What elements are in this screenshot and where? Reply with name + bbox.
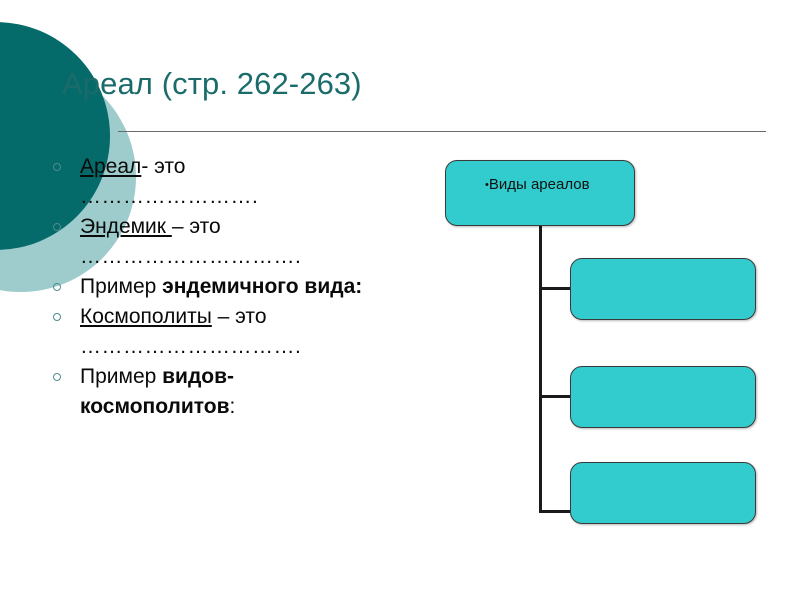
- bullet-circle-icon: [53, 313, 61, 321]
- term-kosmopolity-rest: – это: [211, 305, 267, 328]
- diagram-node-a[interactable]: [570, 258, 756, 320]
- connector-branch-a: [539, 287, 572, 290]
- diagram-node-root-text: Виды ареалов: [488, 176, 590, 193]
- blank-dots: …………………….: [80, 185, 259, 208]
- list-item-endemik: Эндемик – это ………………………….: [40, 212, 370, 272]
- bullet-circle-icon: [53, 163, 61, 171]
- diagram-node-c[interactable]: [570, 462, 756, 524]
- blank-dots: ………………………….: [80, 335, 302, 358]
- connector-branch-b: [539, 395, 572, 398]
- bullet-circle-icon: [53, 283, 61, 291]
- list-item-areal: Ареал- это …………………….: [40, 152, 370, 212]
- list-item-line: Пример эндемичного вида:: [80, 272, 370, 302]
- page-title: Ареал (стр. 262-263): [62, 66, 362, 101]
- list-item-line: Ареал- это: [80, 152, 370, 182]
- term-areal-rest: - это: [141, 155, 186, 178]
- title-divider: [118, 131, 766, 132]
- term-kosmopolity: Космополиты: [80, 305, 212, 328]
- term-endemik-rest: – это: [171, 215, 221, 238]
- areal-types-diagram: •Виды ареалов: [430, 150, 790, 550]
- diagram-node-root[interactable]: [445, 160, 635, 226]
- connector-trunk: [539, 226, 542, 513]
- list-item-endemic-example: Пример эндемичного вида:: [40, 272, 370, 302]
- diagram-node-root-label: •Виды ареалов: [485, 172, 635, 198]
- list-item-kosmopolity: Космополиты – это ………………………….: [40, 302, 370, 362]
- bullet-list: Ареал- это ……………………. Эндемик – это ………………: [40, 152, 370, 422]
- label-primer: Пример: [80, 275, 163, 298]
- list-item-line: Эндемик – это: [80, 212, 370, 242]
- list-item-line: Космополиты – это: [80, 302, 370, 332]
- list-item-cosmo-example: Пример видов-космополитов:: [40, 362, 370, 422]
- mini-bullet-icon: •: [485, 179, 489, 192]
- connector-branch-c: [539, 510, 572, 513]
- label-primer: Пример: [80, 365, 163, 388]
- term-endemik: Эндемик: [80, 215, 172, 238]
- term-cosmo-colon: :: [229, 395, 236, 418]
- term-endemic-species: эндемичного вида:: [162, 275, 363, 298]
- diagram-node-b[interactable]: [570, 366, 756, 428]
- term-areal: Ареал: [80, 155, 142, 178]
- bullet-circle-icon: [53, 373, 61, 381]
- blank-dots: ………………………….: [80, 245, 302, 268]
- bullet-circle-icon: [53, 223, 61, 231]
- list-item-line: Пример видов-космополитов:: [80, 362, 370, 422]
- term-cosmopolitan-species: видов-космополитов: [80, 365, 235, 418]
